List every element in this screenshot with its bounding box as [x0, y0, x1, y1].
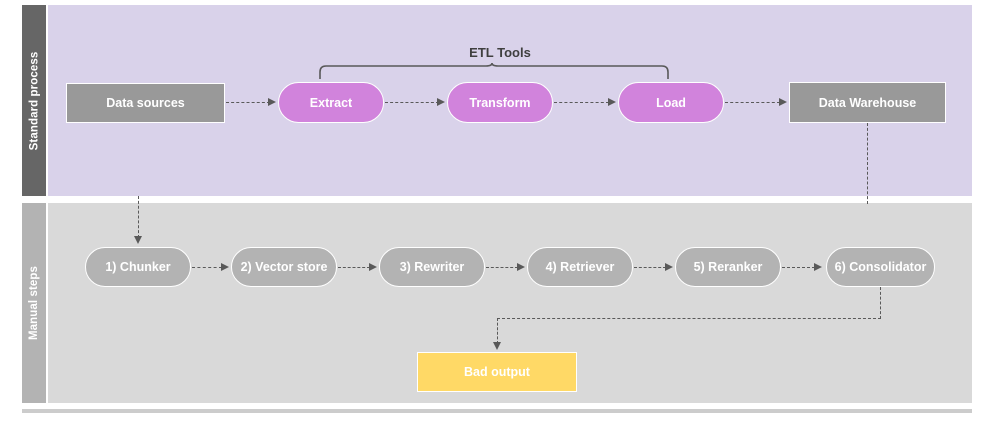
node-chunker[interactable]: 1) Chunker: [85, 247, 191, 287]
node-transform-label: Transform: [469, 95, 531, 110]
swimlane-manual-steps-header: Manual steps: [22, 203, 46, 403]
connector-reranker-to-consolidator-arrow-icon: [814, 263, 822, 271]
etl-tools-brace-icon: [319, 63, 669, 79]
bottom-divider: [22, 409, 972, 413]
swimlane-manual-steps-label: Manual steps: [28, 265, 40, 341]
node-reranker-label: 5) Reranker: [693, 260, 763, 274]
node-extract-label: Extract: [309, 95, 353, 110]
connector-vector-store-to-rewriter-arrow-icon: [369, 263, 377, 271]
node-load-label: Load: [656, 95, 686, 110]
connector-load-to-data-warehouse-arrow-icon: [779, 98, 787, 106]
node-vector-store-label: 2) Vector store: [240, 260, 328, 274]
node-reranker[interactable]: 5) Reranker: [675, 247, 781, 287]
node-bad-output[interactable]: Bad output: [417, 352, 577, 392]
node-vector-store[interactable]: 2) Vector store: [231, 247, 337, 287]
node-transform[interactable]: Transform: [447, 82, 553, 123]
node-data-warehouse[interactable]: Data Warehouse: [789, 82, 946, 123]
connector-rewriter-to-retriever-arrow-icon: [517, 263, 525, 271]
connector-transform-to-load-arrow-icon: [608, 98, 616, 106]
connector-data-warehouse-downlink: [867, 123, 868, 204]
connector-load-to-data-warehouse: [725, 102, 780, 103]
connector-vector-store-to-rewriter: [338, 267, 370, 268]
node-rewriter-label: 3) Rewriter: [399, 260, 465, 274]
connector-reranker-to-consolidator: [782, 267, 815, 268]
swimlane-standard-process-header: Standard process: [22, 5, 46, 196]
connector-consolidator-elbow-left: [497, 318, 881, 319]
connector-chunker-to-vector-store-arrow-icon: [221, 263, 229, 271]
node-data-warehouse-label: Data Warehouse: [818, 95, 917, 110]
node-retriever-label: 4) Retriever: [545, 260, 615, 274]
etl-tools-annotation: ETL Tools: [469, 45, 531, 60]
connector-rewriter-to-retriever: [486, 267, 518, 268]
node-consolidator[interactable]: 6) Consolidator: [826, 247, 935, 287]
node-bad-output-label: Bad output: [464, 365, 530, 379]
connector-data-sources-to-chunker: [138, 196, 139, 238]
node-rewriter[interactable]: 3) Rewriter: [379, 247, 485, 287]
connector-retriever-to-reranker: [634, 267, 666, 268]
connector-consolidator-elbow-down: [880, 287, 881, 319]
connector-chunker-to-vector-store: [192, 267, 222, 268]
connector-bad-output-arrow-icon: [493, 342, 501, 350]
connector-data-sources-to-extract: [226, 102, 270, 103]
swimlane-standard-process-label: Standard process: [28, 51, 40, 150]
node-data-sources-label: Data sources: [106, 96, 185, 110]
node-retriever[interactable]: 4) Retriever: [527, 247, 633, 287]
node-consolidator-label: 6) Consolidator: [834, 260, 927, 274]
connector-elbow-to-bad-output: [497, 318, 498, 344]
connector-extract-to-transform: [385, 102, 439, 103]
node-chunker-label: 1) Chunker: [105, 260, 171, 274]
connector-data-sources-to-extract-arrow-icon: [268, 98, 276, 106]
connector-extract-to-transform-arrow-icon: [437, 98, 445, 106]
connector-retriever-to-reranker-arrow-icon: [665, 263, 673, 271]
node-extract[interactable]: Extract: [278, 82, 384, 123]
connector-transform-to-load: [554, 102, 609, 103]
node-load[interactable]: Load: [618, 82, 724, 123]
connector-data-sources-to-chunker-arrow-icon: [134, 236, 142, 244]
node-data-sources[interactable]: Data sources: [66, 83, 225, 123]
